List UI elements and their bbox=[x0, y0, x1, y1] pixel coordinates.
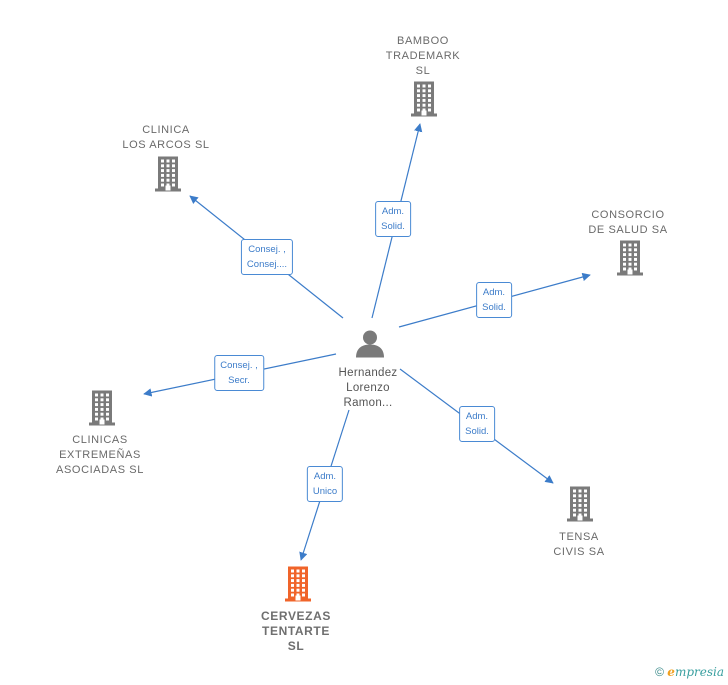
building-icon[interactable] bbox=[282, 566, 314, 607]
edge-label-consorcio[interactable]: Adm. Solid. bbox=[476, 282, 512, 318]
edge-label-clinicas-extremenas[interactable]: Consej. , Secr. bbox=[214, 355, 264, 391]
edge-label-tensa[interactable]: Adm. Solid. bbox=[459, 406, 495, 442]
building-icon[interactable] bbox=[86, 390, 118, 431]
company-name-cervezas[interactable]: CERVEZAS TENTARTE SL bbox=[261, 609, 331, 653]
building-icon[interactable] bbox=[614, 240, 646, 281]
building-icon[interactable] bbox=[408, 81, 440, 122]
footer-brand: © empresia bbox=[655, 665, 724, 679]
center-person-name[interactable]: Hernandez Lorenzo Ramon... bbox=[338, 367, 398, 409]
person-icon[interactable] bbox=[355, 329, 385, 364]
company-name-consorcio[interactable]: CONSORCIO DE SALUD SA bbox=[588, 209, 668, 236]
copyright-symbol: © bbox=[655, 665, 664, 679]
company-name-bamboo[interactable]: BAMBOO TRADEMARK SL bbox=[385, 35, 461, 77]
edge-label-cervezas[interactable]: Adm. Unico bbox=[306, 466, 344, 502]
edge-label-bamboo[interactable]: Adm. Solid. bbox=[375, 201, 411, 237]
building-icon[interactable] bbox=[152, 156, 184, 197]
company-name-clinica-arcos[interactable]: CLINICA LOS ARCOS SL bbox=[122, 124, 210, 151]
brand-name: mpresia bbox=[674, 665, 724, 679]
company-name-clinicas-extremenas[interactable]: CLINICAS EXTREMEÑAS ASOCIADAS SL bbox=[56, 434, 144, 476]
building-icon[interactable] bbox=[564, 486, 596, 527]
brand-initial: e bbox=[667, 665, 675, 679]
company-name-tensa[interactable]: TENSA CIVIS SA bbox=[553, 531, 605, 558]
edge-label-clinica-arcos[interactable]: Consej. , Consej.... bbox=[240, 239, 294, 275]
